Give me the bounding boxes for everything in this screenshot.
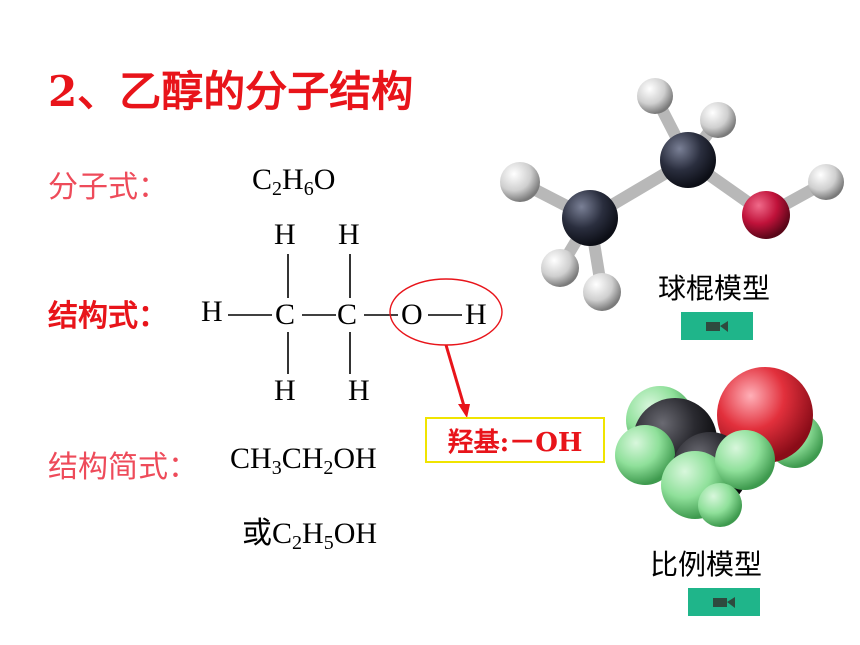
atom-h-left: H xyxy=(201,295,223,328)
video-camera-icon xyxy=(706,321,728,332)
formula-text: H xyxy=(302,517,324,550)
space-filling-model-label: 比例模型 xyxy=(650,548,763,581)
hydroxyl-arrow-line xyxy=(444,344,466,407)
hydrogen-atom xyxy=(637,78,673,114)
condensed-formula-label: 结构简式： xyxy=(48,450,198,485)
ball-stick-model-image xyxy=(500,78,844,311)
space-filling-model-image xyxy=(615,367,823,527)
formula-subscript: 2 xyxy=(292,532,303,554)
atom-h-top-1: H xyxy=(274,218,296,251)
oxygen-atom xyxy=(742,191,790,239)
hydrogen-atom xyxy=(808,164,844,200)
hydrogen-atom xyxy=(541,249,579,287)
formula-subscript: 3 xyxy=(271,457,282,479)
molecular-formula-label: 分子式： xyxy=(48,170,168,205)
atom-h-bottom-2: H xyxy=(348,374,370,407)
hydrogen-atom xyxy=(700,102,736,138)
structural-formula-label: 结构式： xyxy=(48,299,168,334)
ball-stick-model-label: 球棍模型 xyxy=(658,272,771,305)
condensed-formula-line2: 或C2H5OH xyxy=(242,508,378,554)
formula-text: CH xyxy=(230,442,272,475)
atom-carbon-1: C xyxy=(275,298,296,331)
atom-carbon-2: C xyxy=(337,298,358,331)
molecular-formula: C2H6O xyxy=(252,163,336,200)
hydroxyl-callout: 羟基:－OH xyxy=(425,417,605,463)
ball-stick-video-button[interactable] xyxy=(681,312,753,340)
formula-text: C xyxy=(252,163,273,196)
formula-subscript: 5 xyxy=(323,532,334,554)
formula-text: OH xyxy=(333,442,377,475)
hydrogen-atom xyxy=(583,273,621,311)
video-camera-icon xyxy=(713,597,735,608)
formula-subscript: 2 xyxy=(323,457,334,479)
formula-text: 或C xyxy=(242,517,293,550)
carbon-atom xyxy=(660,132,716,188)
hydroxyl-arrow-head xyxy=(458,404,470,418)
condensed-formula-line1: CH3CH2OH xyxy=(230,442,377,479)
atom-oxygen: O xyxy=(401,298,423,331)
atom-h-top-2: H xyxy=(338,218,360,251)
formula-subscript: 2 xyxy=(272,178,283,200)
formula-text: CH xyxy=(281,442,324,475)
hydroxyl-callout-text: 羟基:－OH xyxy=(447,427,583,458)
formula-text: OH xyxy=(333,517,378,550)
atom-h-bottom-1: H xyxy=(274,374,296,407)
hydrogen-atom xyxy=(500,162,540,202)
formula-text: O xyxy=(313,163,336,196)
space-filling-video-button[interactable] xyxy=(688,588,760,616)
formula-text: H xyxy=(282,163,304,196)
formula-subscript: 6 xyxy=(303,178,314,200)
slide-title: 2、乙醇的分子结构 xyxy=(48,67,414,116)
carbon-atom xyxy=(562,190,618,246)
atom-h-right: H xyxy=(465,298,487,331)
